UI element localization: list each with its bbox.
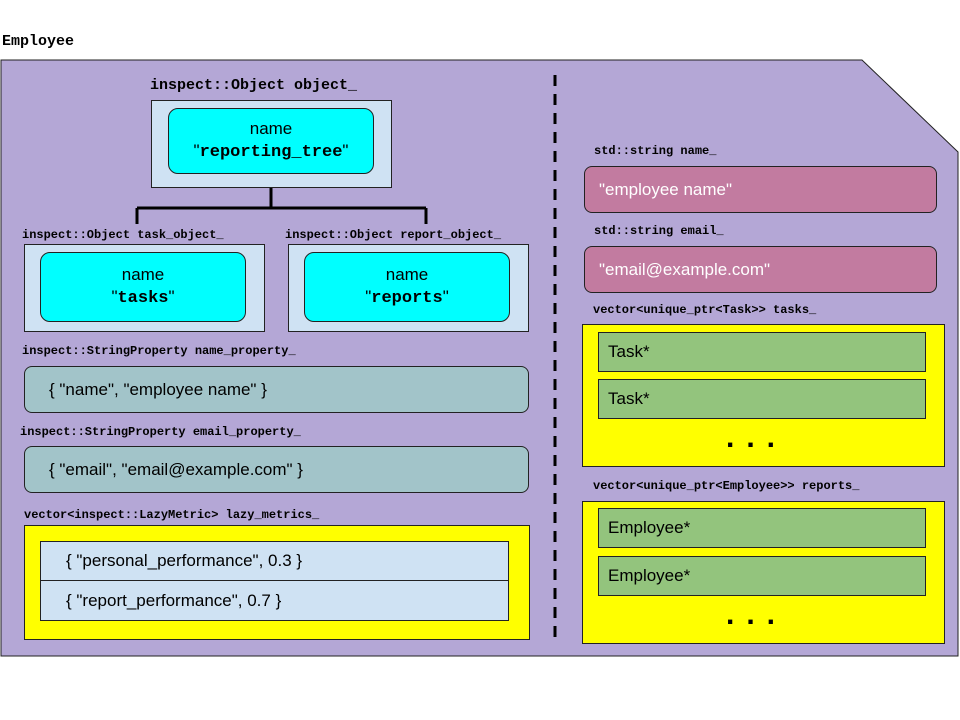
task-item: Task* xyxy=(598,332,926,372)
reports-ellipsis: ... xyxy=(726,598,788,631)
lazy-metric-row: { "personal_performance", 0.3 } xyxy=(41,542,508,581)
name-field-value: "employee name" xyxy=(599,179,733,199)
report-object-name-value: reports xyxy=(371,289,443,308)
root-object-name-value: reporting_tree xyxy=(199,143,343,162)
task-object-name-label: name xyxy=(121,265,165,284)
email-field-value: "email@example.com" xyxy=(599,259,771,279)
task-object-name-value: tasks xyxy=(117,289,169,308)
report-object-header: inspect::Object report_object_ xyxy=(285,228,502,242)
lazy-metrics-header: vector<inspect::LazyMetric> lazy_metrics… xyxy=(24,508,320,522)
tasks-ellipsis: ... xyxy=(726,421,788,454)
task-object-name-node: name "tasks" xyxy=(40,252,246,322)
root-object-name-label: name xyxy=(249,119,293,138)
email-property-value: { "email", "email@example.com" } xyxy=(49,459,303,479)
name-field-box: "employee name" xyxy=(584,166,937,213)
employee-item: Employee* xyxy=(598,508,926,548)
email-property-box: { "email", "email@example.com" } xyxy=(24,446,529,493)
page-title: Employee xyxy=(2,33,75,50)
report-object-name-node: name "reports" xyxy=(304,252,510,322)
report-object-name-label: name xyxy=(385,265,429,284)
lazy-metrics-list: { "personal_performance", 0.3 } { "repor… xyxy=(40,541,509,621)
email-field-box: "email@example.com" xyxy=(584,246,937,293)
tree-connector xyxy=(135,178,428,224)
email-field-header: std::string email_ xyxy=(594,224,724,238)
task-object-header: inspect::Object task_object_ xyxy=(22,228,224,242)
email-property-header: inspect::StringProperty email_property_ xyxy=(20,425,301,439)
employee-item: Employee* xyxy=(598,556,926,596)
name-property-value: { "name", "employee name" } xyxy=(49,379,267,399)
lazy-metric-row: { "report_performance", 0.7 } xyxy=(41,581,508,620)
name-property-header: inspect::StringProperty name_property_ xyxy=(22,344,296,358)
name-field-header: std::string name_ xyxy=(594,144,717,158)
name-property-box: { "name", "employee name" } xyxy=(24,366,529,413)
reports-header: vector<unique_ptr<Employee>> reports_ xyxy=(593,479,860,493)
tasks-header: vector<unique_ptr<Task>> tasks_ xyxy=(593,303,817,317)
root-object-header: inspect::Object object_ xyxy=(150,77,358,94)
root-object-name-node: name "reporting_tree" xyxy=(168,108,374,174)
task-item: Task* xyxy=(598,379,926,419)
